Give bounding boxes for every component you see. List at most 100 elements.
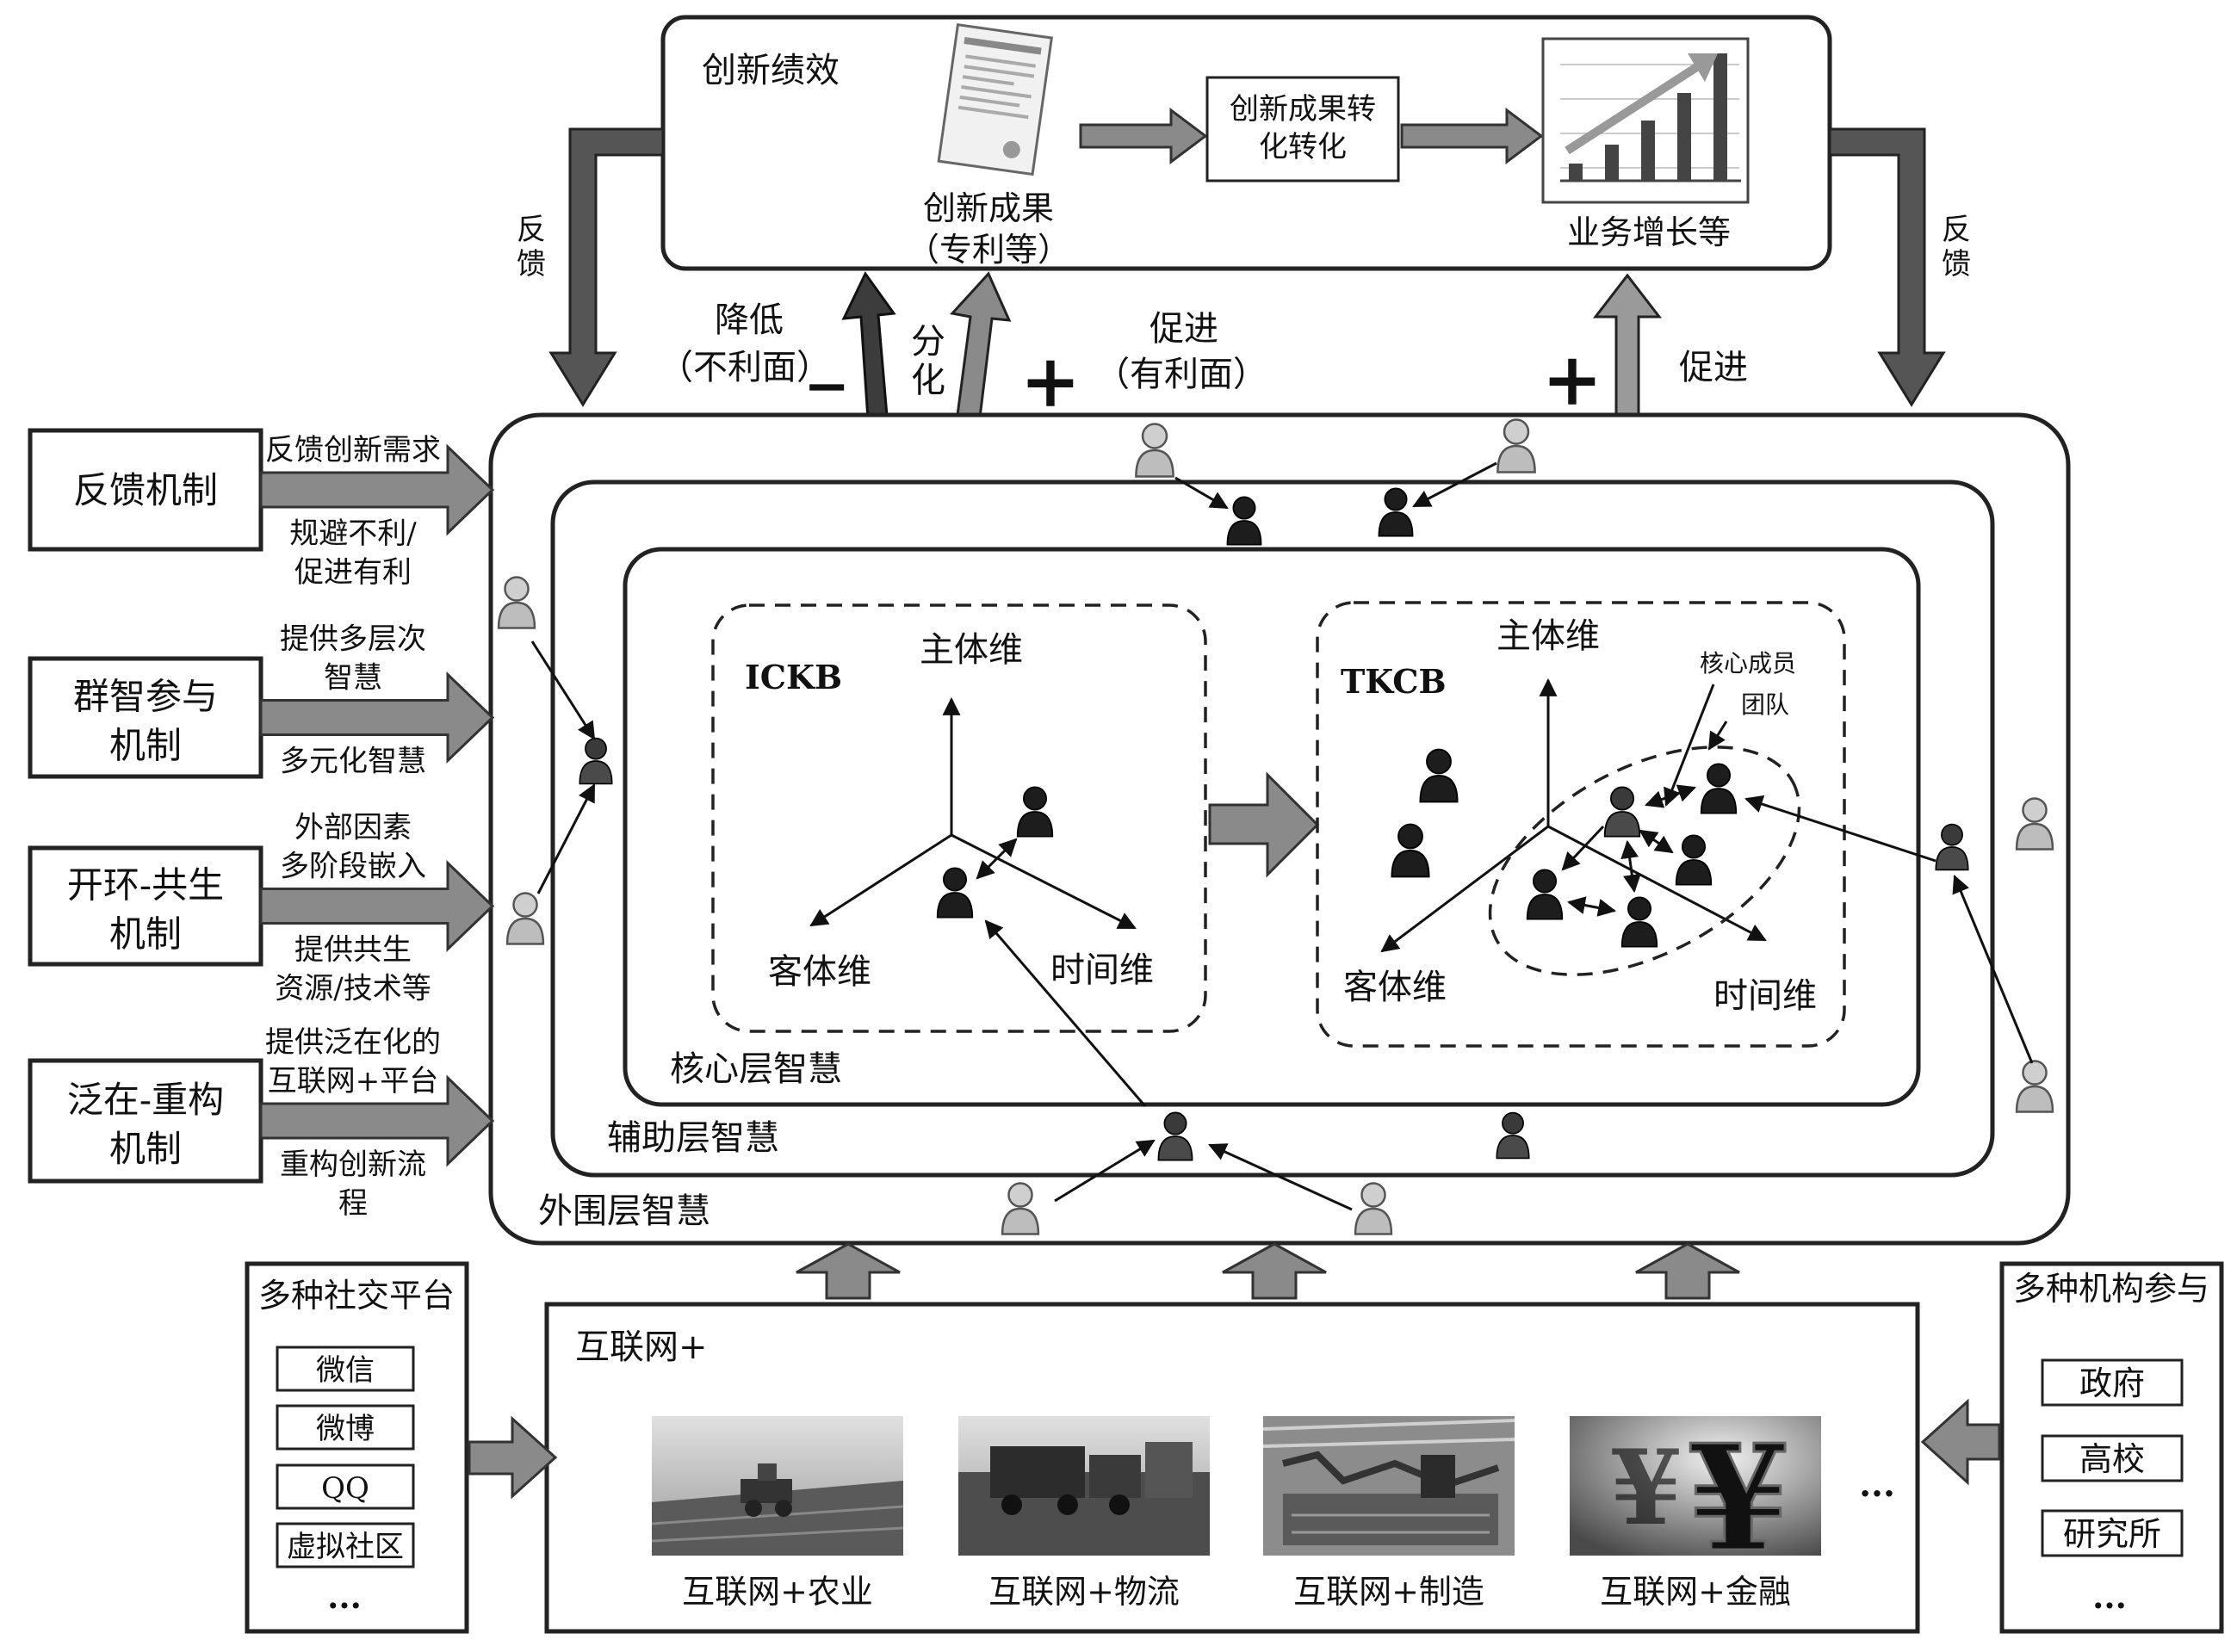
mechanism-label: 开环-共生 xyxy=(67,864,224,906)
institution-item-label: 高校 xyxy=(2079,1440,2145,1478)
arrow-institutions-to-internet xyxy=(1920,1398,2001,1486)
social-item-label: 虚拟社区 xyxy=(287,1530,404,1564)
core-team-ellipse xyxy=(1488,746,1801,976)
arrow-to-growth xyxy=(1400,108,1544,164)
social-item: QQ xyxy=(276,1463,415,1510)
institution-item: 研究所 xyxy=(2041,1509,2184,1557)
mechanism-bottom-text-line2: 资源/技术等 xyxy=(275,972,431,1006)
institutions-title: 多种机构参与 xyxy=(2013,1270,2209,1308)
mechanism-list: 反馈机制反馈创新需求规避不利/促进有利群智参与机制提供多层次智慧多元化智慧开环-… xyxy=(28,428,495,1221)
internet-plus-title: 互联网+ xyxy=(575,1327,708,1367)
mechanism-arrow xyxy=(259,859,495,953)
institution-item: 高校 xyxy=(2041,1434,2184,1482)
feedback-left-char2: 馈 xyxy=(517,247,546,282)
mechanism-label-line2: 机制 xyxy=(109,1128,182,1170)
feedback-left-char1: 反 xyxy=(517,213,546,247)
ickb-title: ICKB xyxy=(745,658,842,696)
split-char2: 化 xyxy=(911,361,945,400)
mechanism-top-text-line2: 多阶段嵌入 xyxy=(280,850,426,884)
ickb-subject-axis-label: 主体维 xyxy=(920,630,1023,670)
mechanism-arrow xyxy=(259,671,495,764)
social-item: 微信 xyxy=(276,1346,415,1392)
business-growth-label: 业务增长等 xyxy=(1567,213,1731,251)
internet-item-manufacturing: 互联网+制造 xyxy=(1293,1573,1484,1611)
transform-label-line1: 创新成果转 xyxy=(1230,92,1376,127)
mechanism-label-line2: 机制 xyxy=(109,913,182,956)
mechanism-label: 群智参与 xyxy=(73,676,218,718)
ickb-time-axis-label: 时间维 xyxy=(1050,950,1154,990)
social-item-label: 微博 xyxy=(316,1412,375,1446)
agriculture-image xyxy=(651,1416,904,1556)
feedback-right-char2: 馈 xyxy=(1942,247,1971,282)
wisdom-participants xyxy=(497,418,2054,1235)
institution-item-label: 研究所 xyxy=(2063,1515,2161,1553)
up-arrow-3 xyxy=(1635,1242,1740,1300)
innovation-performance-title: 创新绩效 xyxy=(702,51,840,90)
mechanism-bottom-text: 规避不利/ xyxy=(289,517,417,551)
mechanism-bottom-text-line2: 促进有利 xyxy=(294,555,412,590)
plus-sign-left: + xyxy=(1020,338,1081,424)
institution-item-label: 政府 xyxy=(2079,1364,2145,1402)
innovation-achievement-label: 创新成果 xyxy=(923,189,1054,227)
tkcb-block: TKCB 主体维 客体维 时间维 核心成员 团队 xyxy=(1316,601,1846,1048)
outer-layer-label: 外围层智慧 xyxy=(538,1191,710,1231)
innovation-performance-box: 创新绩效 创新成果 （专利等） 创新成果转 化转化 xyxy=(660,15,1832,271)
social-item: 虚拟社区 xyxy=(276,1522,415,1568)
mechanism-arrow xyxy=(259,443,495,536)
mechanism-arrow xyxy=(259,1074,495,1167)
social-item: 微博 xyxy=(276,1404,415,1451)
social-item-label: 微信 xyxy=(316,1353,375,1388)
mechanism-box xyxy=(28,656,263,779)
mechanism-label: 反馈机制 xyxy=(73,469,218,511)
arrow-to-transform xyxy=(1079,108,1208,164)
mechanism-top-text: 提供多层次 xyxy=(280,622,426,657)
arrow-ickb-to-tkcb xyxy=(1208,771,1320,878)
tkcb-time-axis-label: 时间维 xyxy=(1713,976,1817,1016)
mechanism-bottom-text: 多元化智慧 xyxy=(280,745,426,779)
promote-right-label: 促进 xyxy=(1679,348,1748,387)
core-members-label: 核心成员 xyxy=(1700,649,1796,678)
tkcb-object-axis-label: 客体维 xyxy=(1343,968,1447,1007)
internet-more: ... xyxy=(1859,1464,1895,1505)
tkcb-dashed-box xyxy=(1316,601,1846,1048)
arrow-social-to-internet xyxy=(468,1415,558,1500)
institution-item: 政府 xyxy=(2041,1358,2184,1407)
transform-label-line2: 化转化 xyxy=(1259,130,1347,164)
business-growth-chart-image xyxy=(1541,37,1750,204)
manufacturing-image xyxy=(1262,1416,1515,1556)
tkcb-title: TKCB xyxy=(1341,662,1447,701)
core-members-team-label: 团队 xyxy=(1741,690,1789,719)
finance-currency-icon: ¥ xyxy=(1688,1413,1789,1585)
mechanism-label: 泛在-重构 xyxy=(67,1079,224,1121)
mechanism-top-text-line2: 互联网+平台 xyxy=(268,1064,439,1098)
mechanism-box xyxy=(28,428,263,552)
ickb-dashed-box xyxy=(711,603,1207,1033)
logistics-image xyxy=(958,1416,1210,1556)
mechanism-box xyxy=(28,845,263,967)
social-more: ... xyxy=(327,1577,362,1616)
transform-box xyxy=(1205,76,1400,183)
feedback-arrow-right: 反 馈 xyxy=(1828,127,1971,407)
ickb-block: ICKB 主体维 客体维 时间维 xyxy=(711,603,1207,1033)
internet-item-finance: 互联网+金融 xyxy=(1600,1573,1791,1611)
social-item-label: QQ xyxy=(321,1471,369,1506)
auxiliary-layer-label: 辅助层智慧 xyxy=(607,1118,779,1158)
internet-item-agriculture: 互联网+农业 xyxy=(682,1573,873,1611)
finance-currency-shadow-icon: ¥ xyxy=(1610,1427,1682,1549)
feedback-arrow-left: 反 馈 xyxy=(517,127,665,407)
institutions-box: 多种机构参与 政府高校研究所 ... xyxy=(1999,1261,2224,1634)
promote-sublabel: （有利面） xyxy=(1095,355,1267,394)
finance-image: ¥ ¥ xyxy=(1570,1412,1821,1587)
reduce-sublabel: （不利面） xyxy=(659,348,831,387)
internet-item-logistics: 互联网+物流 xyxy=(988,1573,1180,1611)
institutions-more: ... xyxy=(2092,1577,2127,1616)
mechanism-bottom-text: 提供共生 xyxy=(294,933,412,968)
innovation-achievement-sublabel: （专利等） xyxy=(907,231,1070,269)
mechanism-bottom-text: 重构创新流 xyxy=(280,1148,426,1182)
